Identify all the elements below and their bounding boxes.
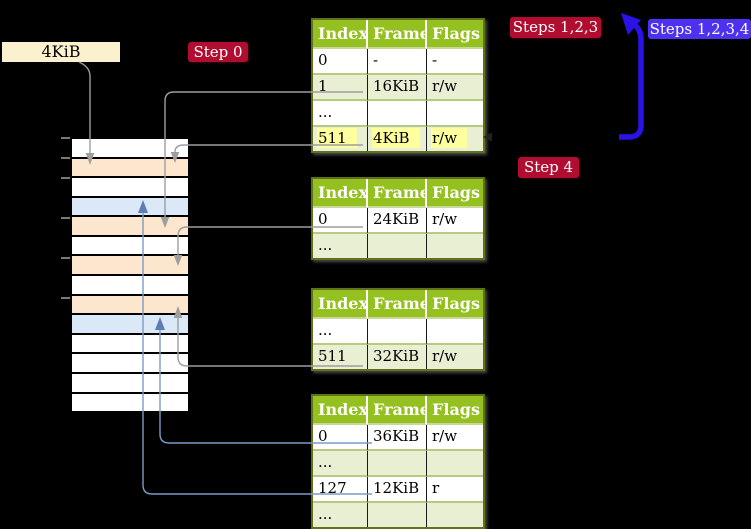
column-header: Frame <box>368 20 430 49</box>
column-header: Flags <box>427 290 483 319</box>
table-cell: 24KiB <box>368 208 427 234</box>
column-header: Frame <box>368 396 430 425</box>
table-cell: 16KiB <box>368 75 427 101</box>
memory-row-frame <box>72 274 188 294</box>
table-cell <box>427 319 483 345</box>
address-tick-marks <box>61 137 70 299</box>
step4-label: Step 4 <box>518 157 579 178</box>
page-table-a: Index Frame Flags 0 24KiB r/w ... <box>311 177 485 260</box>
column-header: Flags <box>427 179 483 208</box>
table-cell <box>427 451 483 477</box>
memory-row-pagetable <box>72 254 188 275</box>
memory-row-frame <box>72 176 188 196</box>
highlight: 511 <box>318 129 356 147</box>
table-cell: r/w <box>427 345 483 369</box>
highlight: r/w <box>432 129 467 147</box>
table-cell <box>368 503 427 527</box>
table-cell <box>368 101 427 127</box>
memory-row-pagetable <box>72 215 188 235</box>
table-cell: 0 <box>313 208 368 234</box>
steps-1-2-3-4-label: Steps 1,2,3,4 <box>648 19 751 39</box>
table-cell: ... <box>313 451 368 477</box>
table-cell: 0 <box>313 425 368 451</box>
physical-address-label: 4KiB <box>2 42 120 62</box>
column-header: Index <box>313 179 368 208</box>
table-cell: ... <box>313 234 368 258</box>
memory-row-frame <box>72 332 188 353</box>
memory-row-page <box>72 195 188 216</box>
memory-row-pagetable <box>72 156 188 177</box>
memory-row-frame <box>72 139 188 157</box>
table-cell <box>368 451 427 477</box>
table-cell: r/w <box>427 75 483 101</box>
table-cell-highlighted: 511 <box>313 127 368 151</box>
table-cell: 12KiB <box>368 477 427 503</box>
table-cell-highlighted: r/w <box>427 127 483 151</box>
table-cell: 36KiB <box>368 425 427 451</box>
memory-row-frame <box>72 234 188 255</box>
table-cell: ... <box>313 101 368 127</box>
highlight: 4KiB <box>373 129 419 147</box>
table-cell: 1 <box>313 75 368 101</box>
column-header: Index <box>313 20 368 49</box>
steps-1-2-3-label: Steps 1,2,3 <box>510 17 601 38</box>
table-cell: 511 <box>313 345 368 369</box>
column-header: Frame <box>368 290 430 319</box>
table-cell: ... <box>313 503 368 527</box>
table-cell-highlighted: 4KiB <box>368 127 427 151</box>
column-header: Flags <box>427 20 483 49</box>
page-table-c: Index Frame Flags 0 36KiB r/w ... 127 12… <box>311 394 485 529</box>
table-cell: 0 <box>313 49 368 75</box>
table-cell: - <box>368 49 427 75</box>
page-table-b: Index Frame Flags ... 511 32KiB r/w <box>311 288 485 371</box>
memory-row-frame <box>72 391 188 412</box>
column-header: Frame <box>368 179 430 208</box>
table-cell <box>427 101 483 127</box>
table-cell: r/w <box>427 208 483 234</box>
column-header: Index <box>313 290 368 319</box>
memory-row-frame <box>72 371 188 392</box>
table-cell <box>427 503 483 527</box>
table-cell <box>368 234 427 258</box>
step0-label: Step 0 <box>188 42 248 62</box>
memory-row-pagetable <box>72 293 188 314</box>
table-cell: ... <box>313 319 368 345</box>
recursive-loop-arrow <box>619 13 644 140</box>
table-cell: 32KiB <box>368 345 427 369</box>
table-cell <box>427 234 483 258</box>
column-header: Flags <box>427 396 483 425</box>
memory-row-frame <box>72 352 188 372</box>
table-cell: r <box>427 477 483 503</box>
table-cell: r/w <box>427 425 483 451</box>
table-cell <box>368 319 427 345</box>
physical-memory-column <box>70 137 190 413</box>
page-table-level4: Index Frame Flags 0 - - 1 16KiB r/w ... … <box>311 18 485 153</box>
memory-row-page <box>72 313 188 333</box>
column-header: Index <box>313 396 368 425</box>
table-cell: 127 <box>313 477 368 503</box>
table-cell: - <box>427 49 483 75</box>
